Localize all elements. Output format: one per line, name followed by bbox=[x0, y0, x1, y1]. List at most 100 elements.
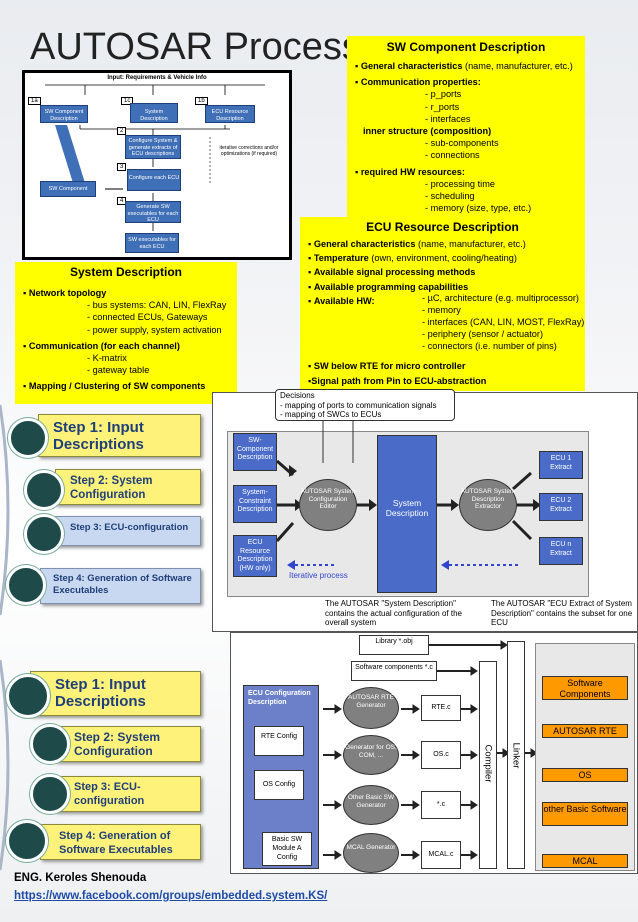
ecu-general: ▪ General characteristics (name, manufac… bbox=[308, 239, 526, 249]
decisions-title: Decisions bbox=[280, 391, 315, 400]
swc-box-title: SW Component Description bbox=[386, 40, 546, 54]
sys-network: ▪ Network topology bbox=[23, 288, 107, 298]
mid-extractor: AUTOSAR System Description Extractor bbox=[459, 479, 517, 531]
ecu-temp: ▪ Temperature (own, environment, cooling… bbox=[308, 253, 517, 264]
system-config-diagram: Decisions - mapping of ports to communic… bbox=[212, 389, 638, 632]
ecu-hw: ▪ Available HW: bbox=[308, 295, 375, 306]
flow-system-description: System Description bbox=[130, 103, 178, 123]
decisions-callout: Decisions - mapping of ports to communic… bbox=[275, 389, 455, 421]
flow-step-1c: 1c bbox=[121, 97, 134, 105]
basic-sw-config-doc: Basic SW Module A Config bbox=[262, 832, 312, 866]
page-title: AUTOSAR Process bbox=[30, 26, 361, 68]
ecu-programming-label: Available programming capabilities bbox=[313, 281, 469, 292]
ecu-hw-item: - connectors (i.e. number of pins) bbox=[422, 341, 557, 351]
sys-box-title: System Description bbox=[69, 265, 183, 279]
ecu-sw-below-rte: ▪ SW below RTE for micro controller bbox=[308, 361, 466, 371]
out-autosar-rte: AUTOSAR RTE bbox=[542, 724, 628, 738]
flow-step-3: 3 bbox=[117, 163, 127, 171]
decisions-item: - mapping of ports to communication sign… bbox=[280, 400, 437, 410]
flow-header: Input: Requirements & Vehicle Info bbox=[107, 75, 207, 81]
compiler-bar: Compiler bbox=[479, 661, 497, 869]
step2-label: Step 2: System Configuration bbox=[70, 475, 153, 501]
swc-inner: inner structure (composition) bbox=[363, 126, 492, 137]
step4b-label: Step 4: Generation of Software Executabl… bbox=[59, 830, 173, 856]
swc-inner-item: - sub-components bbox=[425, 138, 499, 149]
mcal-c-file: MCAL.c bbox=[421, 841, 461, 869]
linker-label: Linker bbox=[510, 742, 522, 769]
swc-comm-item: - r_ports bbox=[425, 101, 460, 112]
mid-caption-right: The AUTOSAR "ECU Extract of System Descr… bbox=[491, 599, 633, 627]
ecu-hw-item: - µC, architecture (e.g. multiprocessor) bbox=[422, 293, 579, 303]
step2-bar: Step 2: System Configuration bbox=[55, 469, 201, 505]
ecu-conf-title: ECU Configuration Description bbox=[248, 690, 311, 706]
mid-config-editor: AUTOSAR System Configuration Editor bbox=[299, 479, 357, 531]
os-config-doc: OS Config bbox=[254, 770, 304, 800]
step4-circle bbox=[6, 565, 46, 605]
ecu-general-label: General characteristics bbox=[313, 239, 416, 249]
sys-comm-item: - K-matrix bbox=[87, 353, 127, 364]
step3b-circle bbox=[30, 774, 70, 814]
step2b-label: Step 2: System Configuration bbox=[74, 730, 161, 758]
swc-general-rest: (name, manufacturer, etc.) bbox=[465, 61, 573, 71]
step1-circle bbox=[8, 418, 48, 458]
step1-label: Step 1: Input Descriptions bbox=[53, 419, 144, 453]
step3-circle bbox=[24, 514, 64, 554]
decisions-item: - mapping of SWCs to ECUs bbox=[280, 410, 382, 419]
ecu-signal: ▪ Available signal processing methods bbox=[308, 267, 476, 278]
group-link[interactable]: https://www.facebook.com/groups/embedded… bbox=[14, 890, 328, 902]
sys-comm: ▪ Communication (for each channel) bbox=[23, 340, 180, 351]
linker-bar: Linker bbox=[507, 641, 525, 869]
swc-hw-item: - scheduling bbox=[425, 191, 475, 202]
ecu-signal-path: ▪Signal path from Pin to ECU-abstraction bbox=[308, 376, 487, 386]
flow-swc-description: SW Component Description bbox=[40, 105, 88, 123]
mid-caption-left: The AUTOSAR "System Description" contain… bbox=[325, 599, 462, 627]
flow-generate: Generate SW executables for each ECU bbox=[125, 201, 181, 223]
steps2-curve bbox=[0, 659, 10, 871]
swc-hw-item: - processing time bbox=[425, 178, 495, 189]
mid-iterative: Iterative process bbox=[289, 571, 348, 580]
swc-general-label: General characteristics bbox=[360, 61, 463, 71]
step1b-bar: Step 1: Input Descriptions bbox=[30, 671, 201, 716]
ecu-general-rest: (name, manufacturer, etc.) bbox=[418, 239, 526, 249]
swcomps-doc: Software components *.c bbox=[351, 661, 437, 681]
flow-iterative-note: iterative corrections and/or optimizatio… bbox=[219, 145, 279, 157]
mid-system-constraint: System-Constraint Description bbox=[233, 485, 277, 523]
flow-step-2: 2 bbox=[117, 127, 127, 135]
out-other-bsw: other Basic Software bbox=[542, 802, 628, 826]
mcal-generator: MCAL Generator bbox=[343, 833, 399, 873]
sys-net-item: - bus systems: CAN, LIN, FlexRay bbox=[87, 300, 227, 311]
sys-mapping-label: Mapping / Clustering of SW components bbox=[28, 381, 206, 392]
step4-bar: Step 4: Generation of Software Executabl… bbox=[40, 568, 201, 604]
build-arrows bbox=[323, 640, 538, 860]
system-description-box: System Description ▪ Network topology - … bbox=[15, 262, 237, 404]
step2b-circle bbox=[30, 724, 70, 764]
step4b-circle bbox=[6, 820, 48, 862]
autosar-flow-diagram: Input: Requirements & Vehicle Info 1a 1c… bbox=[22, 70, 292, 260]
ecu-hw-item: - interfaces (CAN, LIN, MOST, FlexRay) bbox=[422, 317, 585, 327]
sys-comm-item: - gateway table bbox=[87, 365, 150, 376]
sys-network-label: Network topology bbox=[28, 288, 107, 298]
steps1-curve bbox=[0, 404, 10, 616]
swc-hw-label: required HW resources: bbox=[360, 166, 465, 177]
step3-label: Step 3: ECU-configuration bbox=[70, 522, 189, 533]
os-c-file: OS.c bbox=[421, 741, 461, 769]
mid-ecu-resource: ECU Resource Description (HW only) bbox=[233, 535, 277, 577]
sys-net-item: - connected ECUs, Gateways bbox=[87, 312, 208, 323]
out-os: OS bbox=[542, 768, 628, 782]
mid-ecu2-extract: ECU 2 Extract bbox=[539, 493, 583, 521]
ecu-temp-label: Temperature bbox=[313, 253, 369, 264]
step3b-bar: Step 3: ECU-configuration bbox=[55, 776, 201, 812]
out-mcal: MCAL bbox=[542, 854, 628, 868]
ecu-resource-box: ECU Resource Description ▪ General chara… bbox=[300, 217, 585, 391]
flow-configure-system: Configure System & generate extracts of … bbox=[125, 135, 181, 159]
author-name: ENG. Keroles Shenouda bbox=[14, 872, 147, 884]
flow-sw-executables: SW executables for each ECU bbox=[125, 233, 179, 253]
swc-general: ▪ General characteristics (name, manufac… bbox=[355, 61, 573, 71]
flow-configure-ecu: Configure each ECU bbox=[127, 169, 181, 191]
step1-bar: Step 1: Input Descriptions bbox=[38, 414, 201, 457]
sys-mapping: ▪ Mapping / Clustering of SW components bbox=[23, 381, 206, 392]
star-c-file: *.c bbox=[421, 791, 461, 819]
rte-generator: AUTOSAR RTE Generator bbox=[343, 687, 399, 729]
flow-step-1a: 1a bbox=[28, 97, 41, 105]
step1b-circle bbox=[6, 674, 50, 718]
